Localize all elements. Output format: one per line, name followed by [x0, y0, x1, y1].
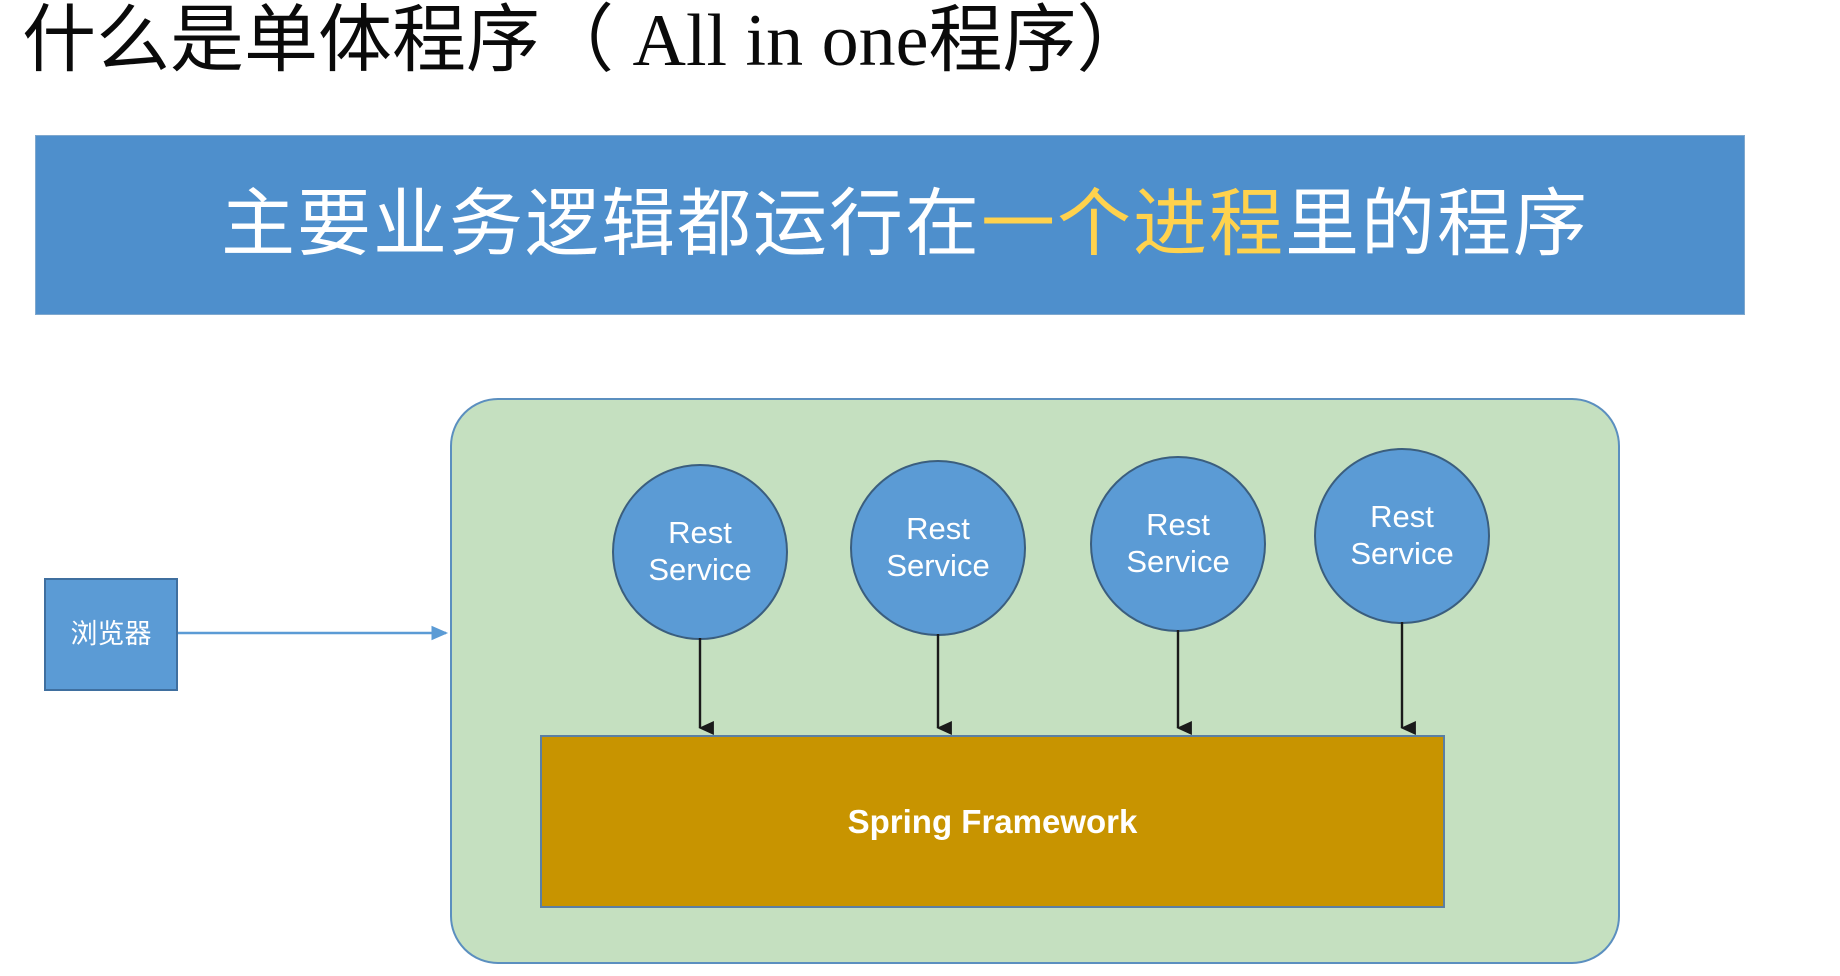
rest-service-label-line2: Service [648, 552, 752, 587]
headline-suffix: 里的程序 [1285, 184, 1589, 266]
rest-service-node-1: Rest Service [612, 464, 788, 640]
rest-service-label-line1: Rest [1370, 499, 1434, 535]
browser-node-label: 浏览器 [70, 619, 152, 649]
rest-service-label-line2: Service [1350, 536, 1454, 571]
page-title: 什么是单体程序（ All in one程序） [22, 0, 1151, 82]
rest-service-label-line2: Service [886, 548, 990, 583]
rest-service-label-line1: Rest [906, 511, 970, 547]
service-to-framework-arrow-2 [936, 634, 952, 735]
headline-banner: 主要业务逻辑都运行在一个进程里的程序 [35, 135, 1745, 315]
headline-text: 主要业务逻辑都运行在一个进程里的程序 [191, 188, 1589, 262]
rest-service-label-line1: Rest [1146, 507, 1210, 543]
rest-service-label-line1: Rest [668, 515, 732, 551]
headline-highlight: 一个进程 [981, 184, 1285, 266]
browser-request-arrow [178, 625, 449, 641]
rest-service-node-3: Rest Service [1090, 456, 1266, 632]
rest-service-label-line2: Service [1126, 544, 1230, 579]
service-to-framework-arrow-3 [1176, 630, 1192, 735]
service-to-framework-arrow-4 [1400, 622, 1416, 735]
spring-framework-label: Spring Framework [847, 803, 1138, 840]
spring-framework-node: Spring Framework [540, 735, 1445, 908]
browser-node: 浏览器 [44, 578, 178, 691]
rest-service-node-2: Rest Service [850, 460, 1026, 636]
rest-service-node-4: Rest Service [1314, 448, 1490, 624]
service-to-framework-arrow-1 [698, 638, 714, 735]
headline-prefix: 主要业务逻辑都运行在 [221, 184, 981, 266]
